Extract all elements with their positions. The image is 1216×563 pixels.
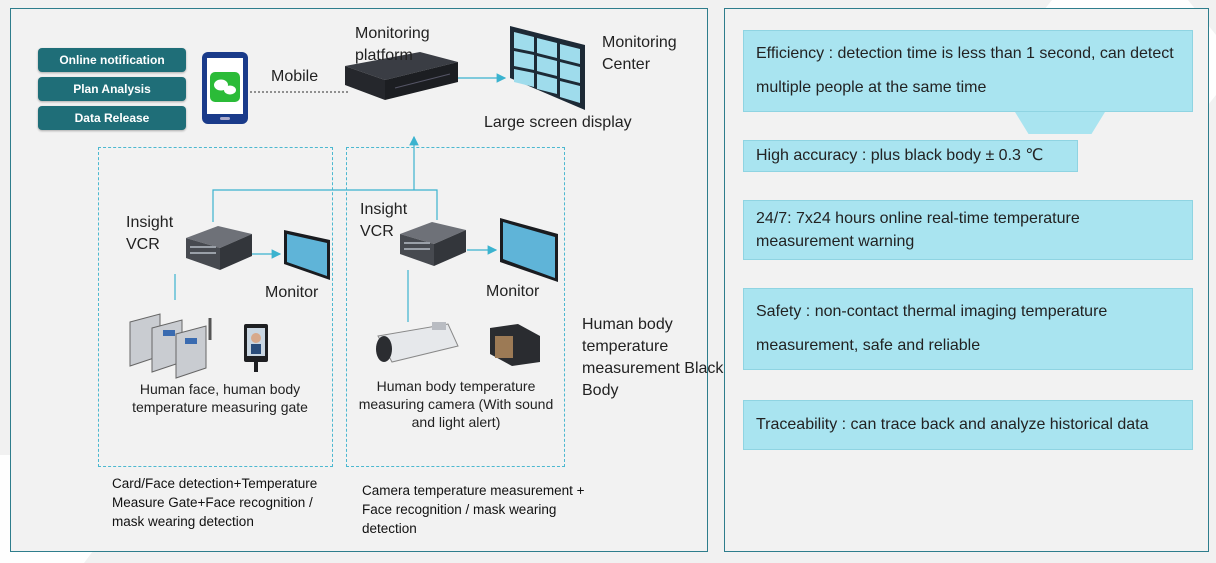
monitoring-platform-label: Monitoring platform: [355, 25, 430, 64]
insight-vcr-right-icon: [400, 222, 466, 266]
feature-traceability: Traceability : can trace back and analyz…: [743, 400, 1193, 450]
insight-vcr-left-label: Insight VCR: [126, 214, 174, 253]
feature-24-7: 24/7: 7x24 hours online real-time temper…: [743, 200, 1193, 260]
monitoring-platform-server-icon: [345, 52, 458, 100]
efficiency-callout-tab: [1015, 112, 1105, 134]
gate-caption: Human face, human body temperature measu…: [132, 381, 308, 415]
large-screen-display-label: Large screen display: [484, 114, 632, 131]
monitor-left-icon: [284, 230, 330, 280]
monitor-left-label: Monitor: [265, 284, 319, 301]
mobile-label: Mobile: [271, 68, 319, 85]
camera-caption: Human body temperature measuring camera …: [358, 378, 554, 430]
feature-efficiency: Efficiency : detection time is less than…: [743, 30, 1193, 112]
monitor-right-label: Monitor: [486, 283, 540, 300]
camera-scenario-box: [346, 147, 565, 467]
insight-vcr-left-icon: [186, 226, 252, 270]
monitor-right-icon: [500, 218, 558, 282]
feature-accuracy: High accuracy : plus black body ± 0.3 ℃: [743, 140, 1078, 172]
data-release-button[interactable]: Data Release: [38, 106, 186, 130]
online-notification-button[interactable]: Online notification: [38, 48, 186, 72]
gate-scenario-box: [98, 147, 333, 467]
face-terminal-icon: [244, 324, 268, 372]
black-body-label: Human body temperature measurement Black…: [582, 316, 724, 399]
turnstile-gate-icon: [129, 313, 212, 379]
video-wall-icon: [510, 26, 585, 110]
camera-scenario-caption: Camera temperature measurement + Face re…: [362, 483, 585, 536]
insight-vcr-right-label: Insight VCR: [360, 201, 408, 240]
monitoring-center-label: Monitoring Center: [602, 34, 677, 73]
black-body-icon: [490, 324, 540, 366]
thermal-camera-icon: [376, 322, 459, 363]
mobile-phone-icon: [202, 52, 248, 124]
gate-scenario-caption: Card/Face detection+Temperature Measure …: [112, 476, 318, 529]
feature-safety: Safety : non-contact thermal imaging tem…: [743, 288, 1193, 370]
plan-analysis-button[interactable]: Plan Analysis: [38, 77, 186, 101]
